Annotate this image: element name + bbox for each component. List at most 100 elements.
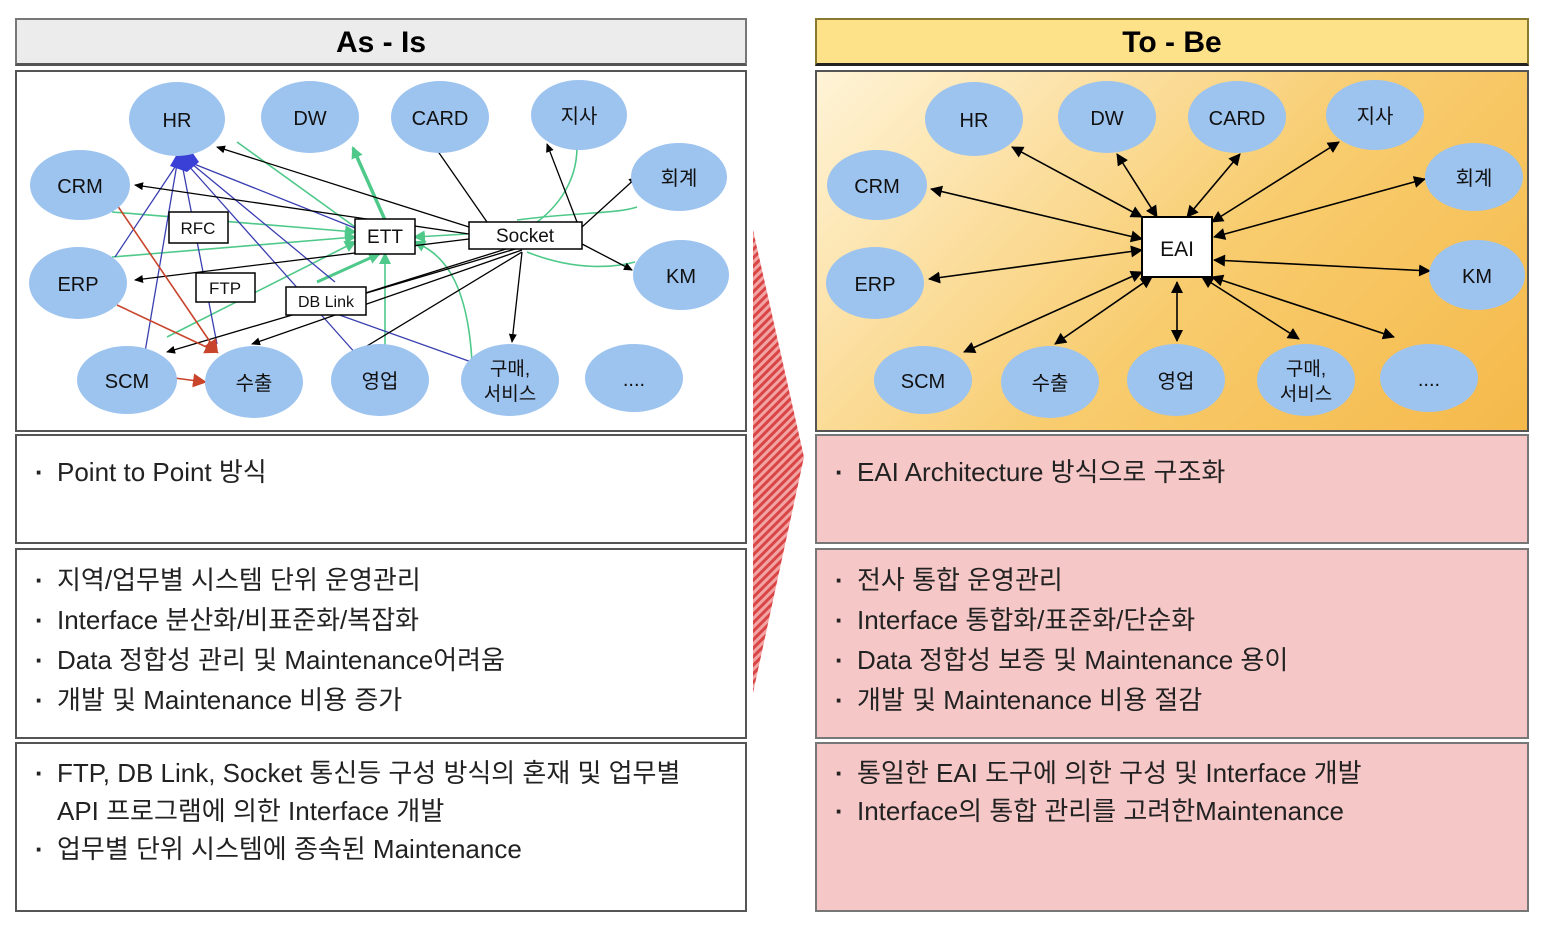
tobe-node-dw: DW <box>1058 81 1156 153</box>
node-suchul: 수출 <box>205 346 303 418</box>
asis-details-box: FTP, DB Link, Socket 통신등 구성 방식의 혼재 및 업무별… <box>15 742 747 912</box>
node-card: CARD <box>391 81 489 153</box>
node-etc: .... <box>585 344 683 412</box>
green-thick-arrow-ett <box>316 252 381 284</box>
asis-details-list: FTP, DB Link, Socket 통신등 구성 방식의 혼재 및 업무별… <box>35 754 735 868</box>
asis-issue-item: 개발 및 Maintenance 비용 증가 <box>35 680 735 720</box>
svg-text:영업: 영업 <box>1158 370 1195 393</box>
asis-issues-box: 지역/업무별 시스템 단위 운영관리 Interface 분산화/비표준화/복잡… <box>15 548 747 739</box>
green-thick-arrow-dw <box>351 146 387 221</box>
svg-text:구매,: 구매, <box>490 358 530 380</box>
node-erp: ERP <box>29 247 127 319</box>
tobe-method-box: EAI Architecture 방식으로 구조화 <box>815 434 1529 544</box>
transition-arrow <box>753 230 804 693</box>
tobe-benefit-item: 전사 통합 운영관리 <box>835 560 1517 600</box>
node-hoegye: 회계 <box>631 143 727 211</box>
node-hr: HR <box>129 82 225 156</box>
tobe-diagram: EAI HR DW CARD 지사 회계 CRM ERP <box>815 70 1529 432</box>
tobe-details-box: 통일한 EAI 도구에 의한 구성 및 Interface 개발 Interfa… <box>815 742 1529 912</box>
tobe-node-hr: HR <box>925 82 1023 156</box>
tobe-benefit-item: 개발 및 Maintenance 비용 절감 <box>835 680 1517 720</box>
svg-text:서비스: 서비스 <box>484 383 536 405</box>
node-dw: DW <box>261 81 359 153</box>
svg-text:DW: DW <box>293 108 326 130</box>
svg-text:CRM: CRM <box>57 176 103 198</box>
node-yeongeop: 영업 <box>331 344 429 416</box>
svg-text:Socket: Socket <box>496 226 555 247</box>
tobe-details-list: 통일한 EAI 도구에 의한 구성 및 Interface 개발 Interfa… <box>835 754 1517 830</box>
tobe-detail-item: 통일한 EAI 도구에 의한 구성 및 Interface 개발 <box>835 754 1517 792</box>
protocol-dblink: DB Link <box>285 286 367 316</box>
green-connectors <box>111 141 638 363</box>
svg-text:CARD: CARD <box>1209 108 1266 130</box>
svg-text:ERP: ERP <box>854 274 895 296</box>
svg-text:ETT: ETT <box>367 227 403 248</box>
tobe-architecture-diagram: EAI HR DW CARD 지사 회계 CRM ERP <box>826 80 1525 418</box>
tobe-node-jisa: 지사 <box>1326 80 1424 150</box>
protocol-ett: ETT <box>354 218 416 255</box>
svg-text:KM: KM <box>1462 266 1492 288</box>
tobe-node-scm: SCM <box>874 346 972 414</box>
node-crm: CRM <box>30 150 130 220</box>
tobe-method-list: EAI Architecture 방식으로 구조화 <box>835 452 1517 492</box>
tobe-node-km: KM <box>1429 240 1525 310</box>
svg-text:....: .... <box>623 369 645 391</box>
svg-text:CRM: CRM <box>854 176 900 198</box>
svg-text:구매,: 구매, <box>1286 358 1326 380</box>
asis-title: As - Is <box>15 18 747 66</box>
svg-text:SCM: SCM <box>105 371 149 393</box>
asis-detail-item: FTP, DB Link, Socket 통신등 구성 방식의 혼재 및 업무별… <box>35 754 735 830</box>
asis-issue-item: Interface 분산화/비표준화/복잡화 <box>35 600 735 640</box>
asis-method-list: Point to Point 방식 <box>35 452 735 492</box>
asis-detail-item: 업무별 단위 시스템에 종속된 Maintenance <box>35 830 735 868</box>
tobe-benefit-item: Interface 통합화/표준화/단순화 <box>835 600 1517 640</box>
node-jisa: 지사 <box>531 80 627 150</box>
svg-text:HR: HR <box>960 110 989 132</box>
asis-detail-line: API 프로그램에 의한 Interface 개발 <box>57 796 445 826</box>
svg-text:EAI: EAI <box>1160 238 1194 261</box>
asis-detail-line: 업무별 단위 시스템에 종속된 Maintenance <box>57 834 522 864</box>
asis-detail-line: FTP, DB Link, Socket 통신등 구성 방식의 혼재 및 업무별 <box>57 758 681 788</box>
node-km: KM <box>633 240 729 310</box>
svg-text:회계: 회계 <box>661 167 698 190</box>
asis-issue-item: 지역/업무별 시스템 단위 운영관리 <box>35 560 735 600</box>
svg-text:FTP: FTP <box>209 279 241 298</box>
tobe-benefit-item: Data 정합성 보증 및 Maintenance 용이 <box>835 640 1517 680</box>
svg-text:CARD: CARD <box>412 108 469 130</box>
tobe-node-suchul: 수출 <box>1001 346 1099 418</box>
svg-text:KM: KM <box>666 266 696 288</box>
tobe-node-hoegye: 회계 <box>1425 143 1523 211</box>
tobe-benefits-list: 전사 통합 운영관리 Interface 통합화/표준화/단순화 Data 정합… <box>835 560 1517 720</box>
protocol-ftp: FTP <box>195 272 256 303</box>
svg-text:서비스: 서비스 <box>1280 383 1332 405</box>
svg-text:ERP: ERP <box>57 274 98 296</box>
asis-issues-list: 지역/업무별 시스템 단위 운영관리 Interface 분산화/비표준화/복잡… <box>35 560 735 720</box>
node-scm: SCM <box>77 346 177 414</box>
tobe-method-item: EAI Architecture 방식으로 구조화 <box>835 452 1517 492</box>
tobe-node-etc: .... <box>1380 344 1478 412</box>
protocol-rfc: RFC <box>168 211 229 244</box>
asis-issue-item: Data 정합성 관리 및 Maintenance어려움 <box>35 640 735 680</box>
tobe-node-gumae: 구매, 서비스 <box>1257 344 1355 416</box>
tobe-node-erp: ERP <box>826 247 924 319</box>
tobe-node-card: CARD <box>1188 81 1286 153</box>
tobe-node-crm: CRM <box>827 150 927 220</box>
asis-hub-pentagon <box>170 152 199 172</box>
tobe-connectors <box>928 141 1431 353</box>
svg-text:지사: 지사 <box>1357 105 1394 128</box>
svg-text:RFC: RFC <box>181 219 216 238</box>
svg-text:지사: 지사 <box>561 105 598 128</box>
asis-architecture-diagram: HR DW CARD 지사 회계 CRM ERP KM <box>29 80 729 418</box>
asis-method-item: Point to Point 방식 <box>35 452 735 492</box>
tobe-node-yeongeop: 영업 <box>1127 344 1225 416</box>
svg-text:SCM: SCM <box>901 371 945 393</box>
svg-text:수출: 수출 <box>236 372 273 395</box>
blue-connectors <box>114 161 478 365</box>
svg-text:회계: 회계 <box>1456 167 1493 190</box>
node-gumae: 구매, 서비스 <box>461 344 559 416</box>
asis-diagram: HR DW CARD 지사 회계 CRM ERP KM <box>15 70 747 432</box>
svg-text:HR: HR <box>163 110 192 132</box>
svg-text:영업: 영업 <box>362 370 399 393</box>
svg-text:....: .... <box>1418 369 1440 391</box>
tobe-hub-eai: EAI <box>1141 216 1213 278</box>
